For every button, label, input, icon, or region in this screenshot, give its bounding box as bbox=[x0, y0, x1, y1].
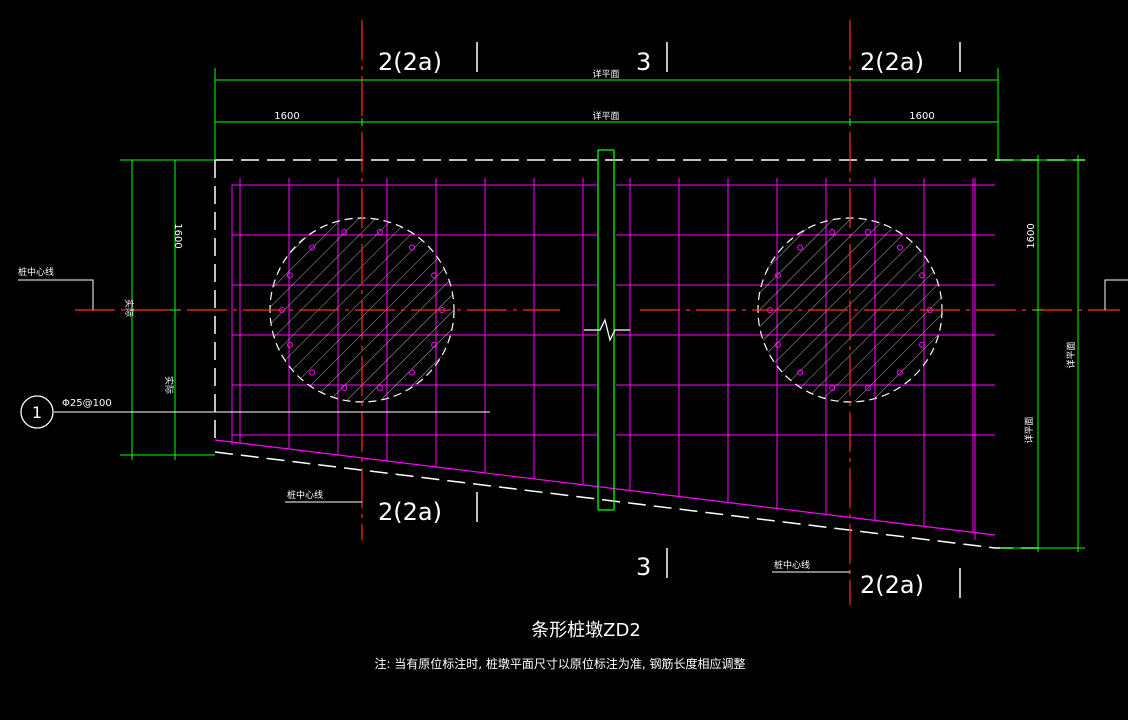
drawing-title: 条形桩墩ZD2 bbox=[531, 620, 641, 641]
pile-rebar-dot bbox=[896, 369, 903, 376]
label-pile-center-bottom-right: 桩中心线 bbox=[774, 559, 810, 571]
dim-left-vertical-1600: 1600 bbox=[172, 223, 183, 248]
section-mark-bottom-center: 3 bbox=[636, 553, 651, 581]
section-mark-bottom-right: 2(2a) bbox=[860, 571, 924, 599]
pile-rebar-dot bbox=[829, 384, 836, 391]
pile-rebar-dot bbox=[864, 384, 871, 391]
pile-rebar-dot bbox=[864, 229, 871, 236]
dim-right-inner: 详平面 bbox=[1023, 416, 1035, 443]
section-mark-top-left: 2(2a) bbox=[378, 48, 442, 76]
pile-right bbox=[757, 217, 943, 403]
dim-right-1600: 1600 bbox=[909, 111, 934, 122]
pile-rebar-dot bbox=[896, 244, 903, 251]
dim-right-outer: 详平面 bbox=[1065, 341, 1077, 368]
pile-rebar-dot bbox=[774, 341, 781, 348]
pile-rebar-dot bbox=[919, 341, 926, 348]
section-mark-bottom-left: 2(2a) bbox=[378, 498, 442, 526]
rebar-callout-text: Φ25@100 bbox=[62, 398, 112, 409]
label-pile-center-bottom-left: 桩中心线 bbox=[287, 489, 323, 501]
pile-rebar-dot bbox=[376, 384, 383, 391]
break-line bbox=[584, 149, 630, 511]
pile-rebar-dot bbox=[309, 369, 316, 376]
pile-rebar-dot bbox=[408, 244, 415, 251]
pile-rebar-dot bbox=[286, 341, 293, 348]
rebar-bottom-edge bbox=[214, 439, 996, 536]
pile-left bbox=[269, 217, 455, 403]
label-pile-center-left: 桩中心线 bbox=[18, 266, 54, 278]
pile-rebar-dot bbox=[341, 229, 348, 236]
pile-rebar-dot bbox=[309, 244, 316, 251]
rebar-callout-number: 1 bbox=[32, 403, 42, 422]
pile-rebar-dot bbox=[431, 272, 438, 279]
dim-overall-top: 详平面 bbox=[592, 68, 619, 80]
section-mark-top-center: 3 bbox=[636, 48, 651, 76]
pile-rebar-dot bbox=[919, 272, 926, 279]
dim-left-shiji-lower: 实际 bbox=[163, 376, 175, 394]
pile-rebar-dot bbox=[829, 229, 836, 236]
dimension-lines bbox=[120, 68, 1085, 552]
section-mark-top-right: 2(2a) bbox=[860, 48, 924, 76]
pile-rebar-dot bbox=[797, 244, 804, 251]
pile-rebar-dot bbox=[376, 229, 383, 236]
pile-rebar-dot bbox=[286, 272, 293, 279]
rebar-callout-circle bbox=[20, 395, 54, 429]
dim-left-1600: 1600 bbox=[274, 111, 299, 122]
section-mark-bars bbox=[476, 42, 961, 598]
dim-left-shiji-upper: 实际 bbox=[123, 299, 135, 317]
dim-right-vertical-1600: 1600 bbox=[1026, 223, 1037, 248]
pile-rebar-dot bbox=[431, 341, 438, 348]
leader-lines bbox=[18, 279, 1128, 573]
pile-rebar-dot bbox=[797, 369, 804, 376]
pile-rebar-dot bbox=[774, 272, 781, 279]
drawing-note: 注: 当有原位标注时, 桩墩平面尺寸以原位标注为准, 钢筋长度相应调整 bbox=[374, 656, 745, 671]
dim-middle-top: 详平面 bbox=[592, 110, 619, 122]
pile-rebar-dot bbox=[408, 369, 415, 376]
pile-rebar-dot bbox=[341, 384, 348, 391]
